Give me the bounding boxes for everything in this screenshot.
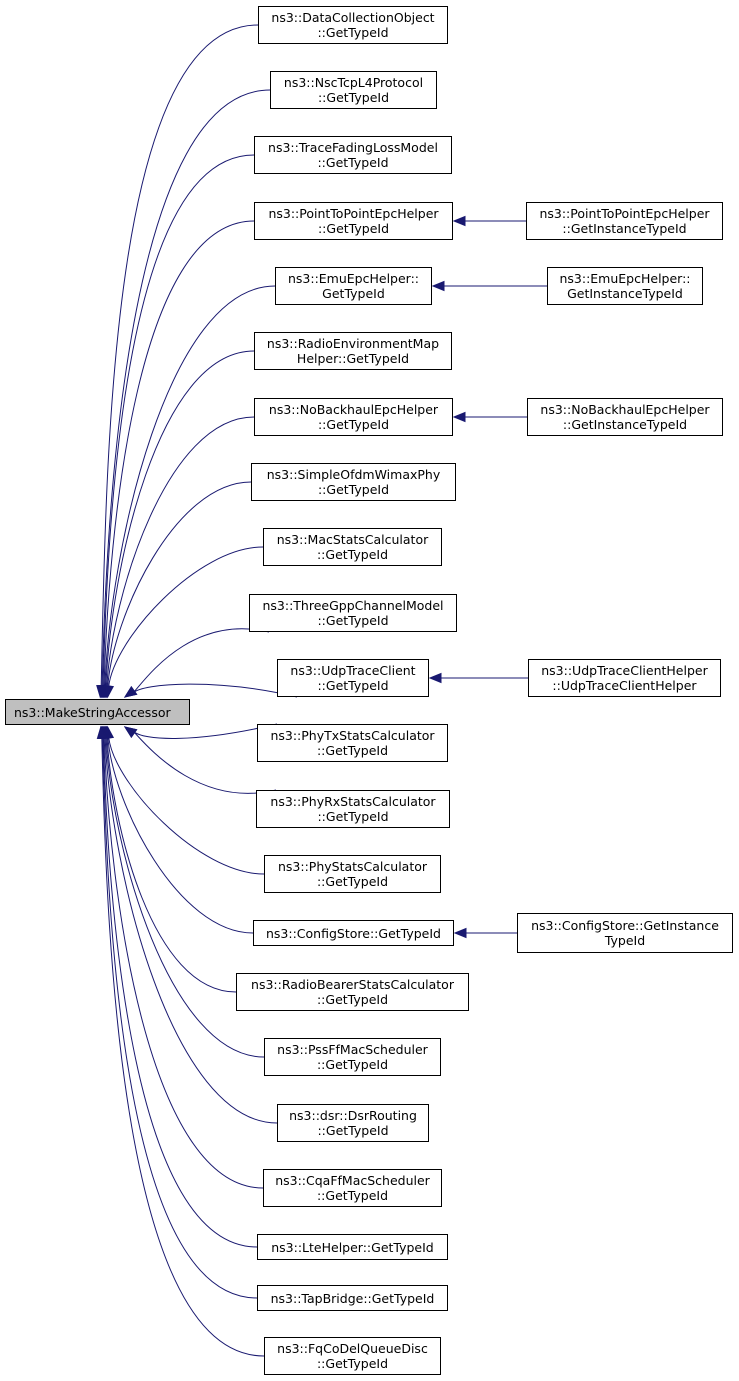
graph-node-utc[interactable]: ns3::UdpTraceClient ::GetTypeId <box>277 659 429 697</box>
arrow-utc2 <box>428 672 442 684</box>
edge-prx <box>132 730 277 794</box>
graph-node-nsc[interactable]: ns3::NscTcpL4Protocol ::GetTypeId <box>270 71 437 109</box>
graph-node-cfg[interactable]: ns3::ConfigStore::GetTypeId <box>253 920 454 946</box>
arrow-cfg2 <box>453 927 467 939</box>
graph-node-fqc[interactable]: ns3::FqCoDelQueueDisc ::GetTypeId <box>264 1337 441 1375</box>
graph-node-msc[interactable]: ns3::MacStatsCalculator ::GetTypeId <box>263 528 442 566</box>
graph-node-lte[interactable]: ns3::LteHelper::GetTypeId <box>257 1234 448 1260</box>
edge-nob <box>106 416 255 688</box>
graph-node-rem[interactable]: ns3::RadioEnvironmentMap Helper::GetType… <box>254 332 452 370</box>
graph-node-emu2[interactable]: ns3::EmuEpcHelper:: GetInstanceTypeId <box>547 267 703 305</box>
edge-rem <box>105 350 255 688</box>
graph-node-psc[interactable]: ns3::PhyStatsCalculator ::GetTypeId <box>264 855 441 893</box>
arrow-prx <box>123 726 138 738</box>
graph-node-nob2[interactable]: ns3::NoBackhaulEpcHelper ::GetInstanceTy… <box>527 398 723 436</box>
edge-cqa <box>103 736 264 1189</box>
edge-tfl <box>102 154 255 688</box>
graph-node-emu[interactable]: ns3::EmuEpcHelper:: GetTypeId <box>275 267 432 305</box>
graph-node-ptp2[interactable]: ns3::PointToPointEpcHelper ::GetInstance… <box>526 202 723 240</box>
graph-node-pss[interactable]: ns3::PssFfMacScheduler ::GetTypeId <box>264 1038 441 1076</box>
root-node: ns3::MakeStringAccessor <box>5 699 190 725</box>
arrow-utc <box>123 686 138 698</box>
graph-node-ptx[interactable]: ns3::PhyTxStatsCalculator ::GetTypeId <box>257 724 448 762</box>
graph-node-nob[interactable]: ns3::NoBackhaulEpcHelper ::GetTypeId <box>254 398 453 436</box>
edge-utc <box>132 683 298 698</box>
edge-psc <box>108 736 265 875</box>
edge-pss <box>105 736 265 1058</box>
edge-nsc <box>101 89 271 688</box>
graph-node-tfl[interactable]: ns3::TraceFadingLossModel ::GetTypeId <box>254 136 452 174</box>
graph-node-dsr[interactable]: ns3::dsr::DsrRouting ::GetTypeId <box>277 1104 429 1142</box>
edge-dco <box>100 24 259 688</box>
edge-ptx <box>132 723 278 739</box>
graph-node-tap[interactable]: ns3::TapBridge::GetTypeId <box>257 1285 448 1311</box>
arrow-msc <box>103 685 115 699</box>
graph-node-dco[interactable]: ns3::DataCollectionObject ::GetTypeId <box>258 6 448 44</box>
graph-node-utc2[interactable]: ns3::UdpTraceClientHelper ::UdpTraceClie… <box>528 659 721 697</box>
graph-node-ptp[interactable]: ns3::PointToPointEpcHelper ::GetTypeId <box>254 202 453 240</box>
edge-sow <box>107 481 252 688</box>
graph-node-sow[interactable]: ns3::SimpleOfdmWimaxPhy ::GetTypeId <box>251 463 456 501</box>
arrow-fqc <box>96 725 108 739</box>
edge-lte <box>102 736 258 1248</box>
arrow-ptp2 <box>452 215 466 227</box>
graph-node-prx[interactable]: ns3::PhyRxStatsCalculator ::GetTypeId <box>256 790 450 828</box>
edge-cfg <box>107 736 254 934</box>
edge-ptp <box>103 220 255 688</box>
edge-rbs <box>106 736 237 993</box>
arrow-nob2 <box>452 411 466 423</box>
edge-tap <box>102 736 258 1299</box>
edge-emu <box>104 285 276 688</box>
arrow-emu2 <box>431 280 445 292</box>
graph-node-rbs[interactable]: ns3::RadioBearerStatsCalculator ::GetTyp… <box>236 973 469 1011</box>
edge-tgc <box>132 628 270 694</box>
edge-dsr <box>104 736 278 1124</box>
graph-node-cfg2[interactable]: ns3::ConfigStore::GetInstance TypeId <box>517 913 733 953</box>
graph-node-tgc[interactable]: ns3::ThreeGppChannelModel ::GetTypeId <box>249 594 457 632</box>
edge-msc <box>108 546 264 688</box>
edge-fqc <box>101 736 265 1357</box>
graph-node-cqa[interactable]: ns3::CqaFfMacScheduler ::GetTypeId <box>263 1169 442 1207</box>
